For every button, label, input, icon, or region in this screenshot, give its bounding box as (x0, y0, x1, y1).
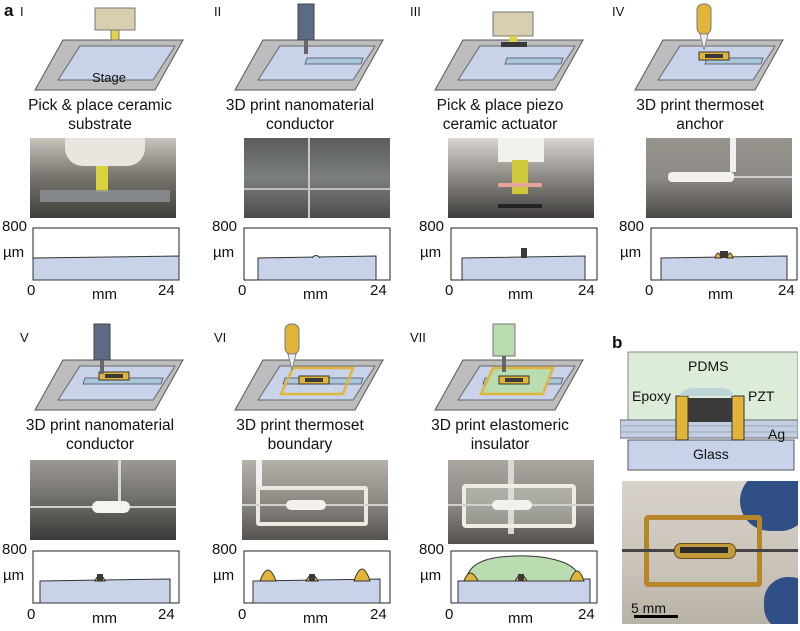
step-v-caption-line1: 3D print nanomaterial (25, 417, 175, 434)
step-vii-caption: 3D print elastomeric insulator (405, 416, 595, 454)
step-vi-caption: 3D print thermoset boundary (205, 416, 395, 454)
step-iii-numeral: III (410, 4, 421, 19)
step-v-caption: 3D print nanomaterial conductor (5, 416, 195, 454)
row2-plot3-xmax: 24 (578, 606, 595, 623)
pzt-label: PZT (748, 388, 775, 404)
stage-label: Stage (92, 70, 126, 85)
row2-plot2-yunit: µm (213, 567, 235, 584)
epoxy-label: Epoxy (632, 388, 671, 404)
step-v-numeral: V (20, 330, 29, 345)
step-iv-caption-line1: 3D print thermoset (636, 97, 764, 114)
row2-plot2-xmax: 24 (370, 606, 387, 623)
row2-plot3-xmin: 0 (445, 606, 454, 623)
step-i-caption: Pick & place ceramic substrate (5, 96, 195, 134)
step-vi-caption-line2: boundary (267, 436, 333, 453)
step-vii-schematic (434, 323, 584, 411)
row1-plot3-xmin: 0 (445, 282, 454, 299)
step-i-numeral: I (20, 4, 24, 19)
step-vi-schematic (234, 323, 384, 411)
step-ii-caption: 3D print nanomaterial conductor (205, 96, 395, 134)
step-v-schematic (34, 323, 184, 411)
step-ii-schematic (234, 3, 384, 91)
row1-plot3-xmax: 24 (578, 282, 595, 299)
row1-plot4-xunit: mm (708, 286, 733, 303)
step-vii-caption-line1: 3D print elastomeric (431, 417, 569, 434)
row1-plot1-yunit: µm (3, 244, 25, 261)
row1-plot2-yunit: µm (213, 244, 235, 261)
device-photo (622, 481, 798, 624)
row2-plot1-xunit: mm (92, 610, 117, 627)
ag-label: Ag (768, 426, 786, 442)
row1-plot3-xunit: mm (508, 286, 533, 303)
row1-plot4-xmax: 24 (778, 282, 795, 299)
row1-plot4-yunit: µm (620, 244, 642, 261)
step-iii-caption-line2: ceramic actuator (442, 116, 558, 133)
step-vi-photo (242, 460, 388, 540)
step-ii-caption-line2: conductor (265, 116, 335, 133)
scale-bar-label: 5 mm (631, 600, 666, 616)
step-ii-numeral: II (214, 4, 222, 19)
step-ii-photo (244, 138, 390, 218)
step-i-schematic (34, 7, 184, 91)
row2-plot2-xunit: mm (303, 610, 328, 627)
glass-label: Glass (693, 446, 729, 462)
row2-plot1-xmin: 0 (27, 606, 36, 623)
row2-plot3-ymax: 800 (419, 541, 445, 558)
row2-plot1-yunit: µm (3, 567, 25, 584)
step-iii-caption: Pick & place piezo ceramic actuator (405, 96, 595, 134)
step-v-photo (30, 460, 176, 540)
step-iv-numeral: IV (612, 4, 625, 19)
step-iv-schematic (634, 3, 784, 91)
step-i-photo (30, 138, 176, 218)
panel-a-letter: a (4, 1, 14, 20)
step-ii-caption-line1: 3D print nanomaterial (225, 97, 375, 114)
row1-plot3-ymax: 800 (419, 218, 445, 235)
row1-plot4-ymax: 800 (619, 218, 645, 235)
panel-b-letter: b (612, 333, 623, 352)
row1-plot1-xunit: mm (92, 286, 117, 303)
row1-plot1-xmin: 0 (27, 282, 36, 299)
row1-plot2-xmax: 24 (370, 282, 387, 299)
step-iii-caption-line1: Pick & place piezo (436, 97, 564, 114)
cross-section-diagram (620, 351, 798, 471)
step-iv-caption-line2: anchor (676, 116, 724, 133)
row1-plot2-ymax: 800 (212, 218, 238, 235)
row2-plot2-xmin: 0 (238, 606, 247, 623)
step-vi-numeral: VI (214, 330, 227, 345)
row1-plot1-xmax: 24 (158, 282, 175, 299)
step-v-caption-line2: conductor (65, 436, 135, 453)
row1-plot2-xmin: 0 (238, 282, 247, 299)
row2-profiles (32, 550, 598, 604)
row2-plot2-ymax: 800 (212, 541, 238, 558)
step-iii-photo (448, 138, 594, 218)
row1-plot3-yunit: µm (420, 244, 442, 261)
pdms-label: PDMS (688, 358, 729, 374)
step-iii-schematic (434, 11, 584, 91)
row1-profiles (32, 227, 798, 281)
row1-plot2-xunit: mm (303, 286, 328, 303)
step-vii-photo (448, 460, 594, 544)
row1-plot1-ymax: 800 (2, 218, 28, 235)
row1-plot4-xmin: 0 (645, 282, 654, 299)
row2-plot1-xmax: 24 (158, 606, 175, 623)
row2-plot3-yunit: µm (420, 567, 442, 584)
step-vi-caption-line1: 3D print thermoset (236, 417, 364, 434)
step-i-caption-line2: substrate (68, 116, 132, 133)
row2-plot1-ymax: 800 (2, 541, 28, 558)
step-vii-caption-line2: insulator (470, 436, 530, 453)
step-i-caption-line1: Pick & place ceramic (28, 97, 172, 114)
step-vii-numeral: VII (410, 330, 426, 345)
step-iv-photo (646, 138, 792, 218)
step-iv-caption: 3D print thermoset anchor (605, 96, 795, 134)
row2-plot3-xunit: mm (508, 610, 533, 627)
